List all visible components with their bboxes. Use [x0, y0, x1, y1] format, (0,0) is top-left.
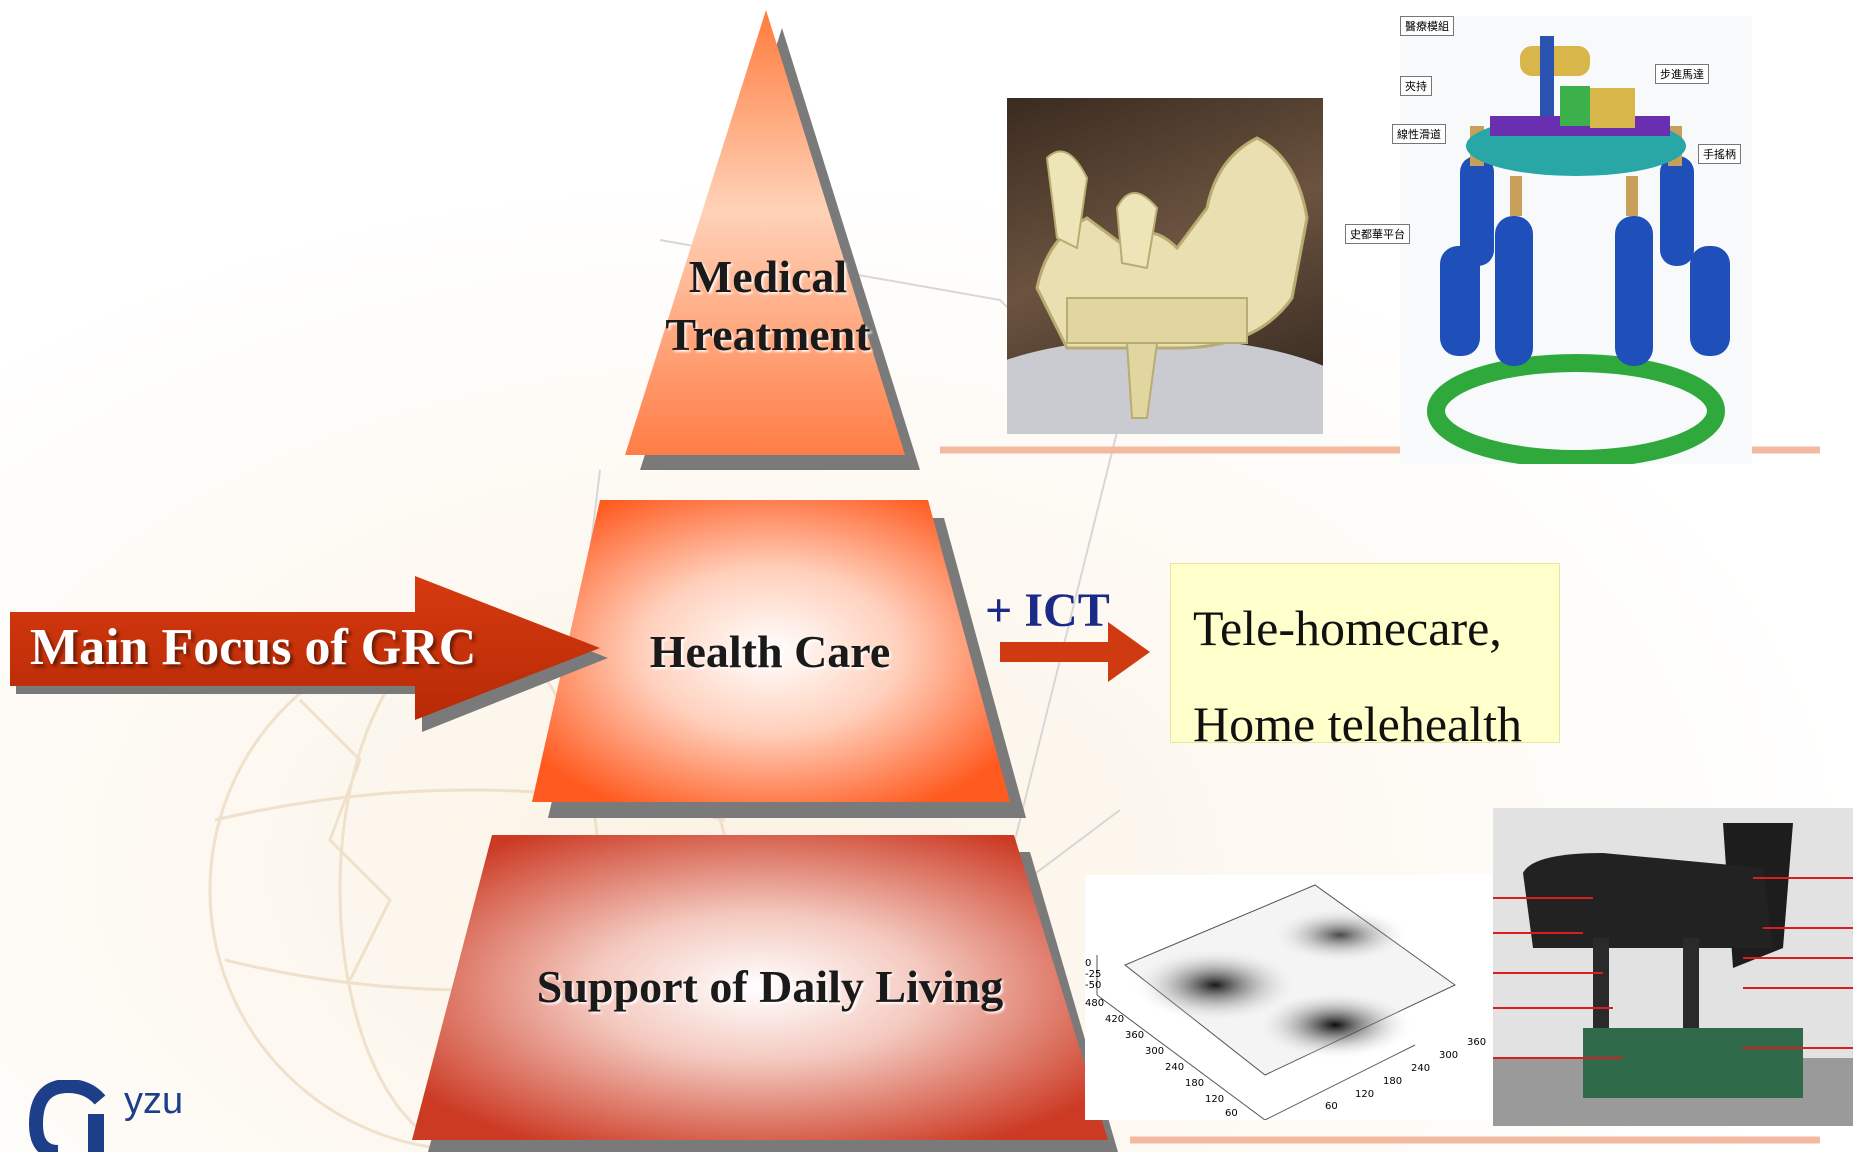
- x-tick: 360: [1467, 1037, 1487, 1048]
- z-tick: -25: [1085, 969, 1102, 980]
- x-tick: 300: [1439, 1050, 1459, 1061]
- telehealth-line1: Tele-homecare,: [1193, 600, 1502, 656]
- stewart-platform-diagram: [1400, 16, 1752, 464]
- plot-z-ticks: 0 -25 -50: [1085, 958, 1101, 991]
- sensor-chair-illustration: [1493, 808, 1853, 1126]
- telehealth-line2: Home telehealth: [1193, 696, 1523, 752]
- y-tick: 120: [1205, 1094, 1225, 1105]
- x-tick: 60: [1325, 1101, 1338, 1112]
- x-tick: 180: [1383, 1076, 1403, 1087]
- y-tick: 360: [1125, 1030, 1145, 1041]
- telehealth-callout: Tele-homecare, Home telehealth: [1170, 563, 1560, 752]
- y-tick: 300: [1145, 1046, 1165, 1057]
- gr-logo-icon: [28, 1078, 106, 1157]
- robot-callout-5: 手搖柄: [1698, 144, 1741, 164]
- robot-callout-6: 史都華平台: [1345, 224, 1410, 244]
- z-tick: -50: [1085, 980, 1102, 991]
- focus-arrow: [10, 576, 600, 720]
- stewart-platform-illustration: [1427, 36, 1730, 464]
- robot-callout-3: 線性滑道: [1392, 124, 1446, 144]
- label-medical-line2: Treatment: [665, 309, 871, 360]
- implant-photo: [1007, 98, 1323, 434]
- z-tick: 0: [1085, 958, 1092, 969]
- x-tick: 120: [1355, 1089, 1375, 1100]
- y-tick: 240: [1165, 1062, 1185, 1073]
- y-tick: 180: [1185, 1078, 1205, 1089]
- middle-tier-health-care: [532, 500, 1010, 802]
- robot-callouts: 醫療模組 夾持 線性滑道 步進馬達 手搖柄 史都華平台: [1345, 16, 1752, 464]
- robot-callout-4: 步進馬達: [1655, 64, 1709, 84]
- ict-arrow: [1000, 622, 1150, 682]
- robot-callout-2: 夾持: [1400, 76, 1432, 96]
- y-tick: 480: [1085, 998, 1105, 1009]
- pressure-surface-plot: 0 -25 -50 480 420 360 300 240 180 120 60…: [1085, 875, 1493, 1120]
- y-tick: 60: [1225, 1108, 1238, 1119]
- yzu-logo: yzu: [28, 1078, 218, 1157]
- label-health-care: Health Care: [649, 626, 891, 677]
- label-support-daily-living: Support of Daily Living: [536, 961, 1004, 1012]
- y-tick: 420: [1105, 1014, 1125, 1025]
- label-medical-line1: Medical: [688, 251, 848, 302]
- bottom-tier-support-daily-living: [412, 835, 1108, 1140]
- focus-arrow-label: Main Focus of GRC: [30, 619, 477, 676]
- pressure-surface-illustration: [1096, 884, 1456, 1120]
- x-tick: 240: [1411, 1063, 1431, 1074]
- sensor-chair-photo: [1493, 808, 1853, 1126]
- implant-illustration: [1007, 136, 1323, 434]
- robot-callout-1: 醫療模組: [1400, 16, 1454, 36]
- logo-text: yzu: [124, 1080, 184, 1122]
- ict-label: + ICT: [985, 584, 1110, 637]
- label-medical-treatment: Medical Treatment: [618, 248, 918, 364]
- top-tier-medical-treatment: [625, 10, 905, 455]
